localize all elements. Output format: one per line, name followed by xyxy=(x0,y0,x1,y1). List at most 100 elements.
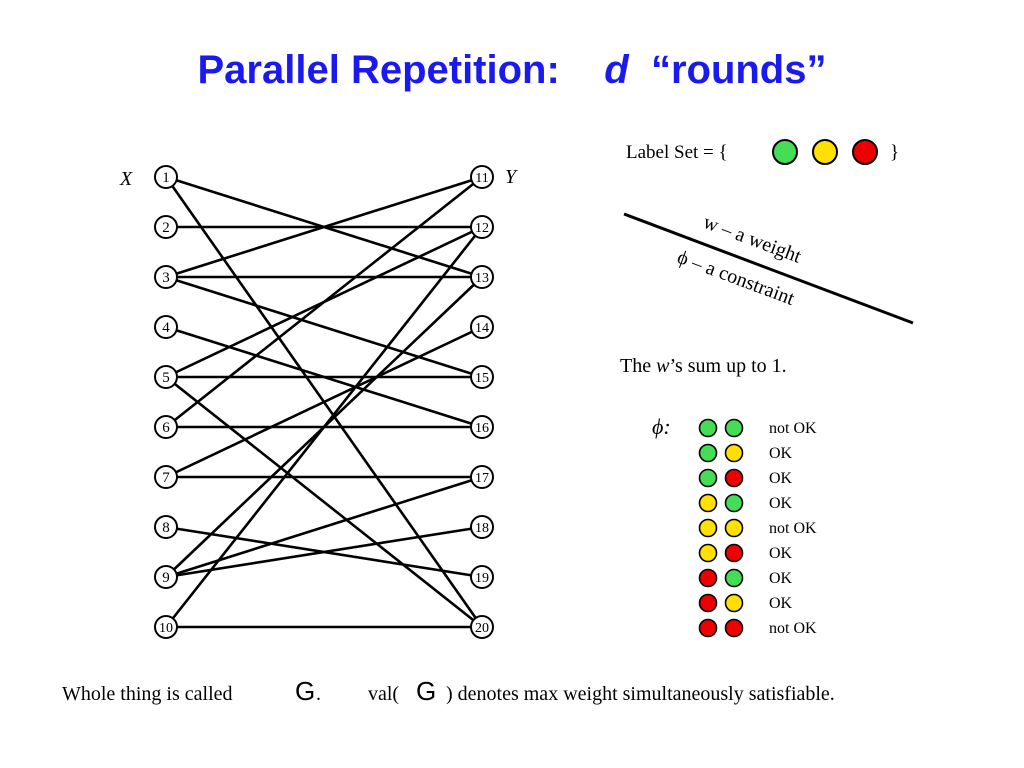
node-label-1: 1 xyxy=(162,170,170,186)
node-5: 5 xyxy=(154,365,178,389)
phi-result: OK xyxy=(769,570,793,587)
node-label-5: 5 xyxy=(162,370,170,386)
label-set-colors xyxy=(772,139,878,165)
phi-left-dot-red xyxy=(698,593,718,613)
sum-note-var: w xyxy=(656,355,670,377)
phi-result: OK xyxy=(769,445,793,462)
phi-result: not OK xyxy=(769,420,817,437)
phi-row: OK xyxy=(698,493,793,513)
edge-9-18 xyxy=(165,525,483,579)
phi-table-label: ϕ: xyxy=(652,414,671,439)
node-label-2: 2 xyxy=(162,220,170,236)
page-title: Parallel Repetition: d “rounds” xyxy=(0,48,1024,93)
footer-part2: . xyxy=(316,683,321,705)
sum-note-suffix: ’s sum up to 1. xyxy=(669,355,786,377)
node-14: 14 xyxy=(470,315,494,339)
graph-edges xyxy=(164,175,484,629)
label-dot-yellow xyxy=(812,139,838,165)
node-label-10: 10 xyxy=(159,621,173,636)
phi-right-dot-yellow xyxy=(724,593,744,613)
title-variable: d xyxy=(604,48,629,92)
node-label-11: 11 xyxy=(475,171,488,186)
footer-symbol-g: G xyxy=(295,676,315,706)
node-6: 6 xyxy=(154,415,178,439)
node-9: 9 xyxy=(154,565,178,589)
edge-9-17 xyxy=(165,475,483,579)
footer-part3: val( xyxy=(368,683,399,705)
phi-right-dot-green xyxy=(724,418,744,438)
node-label-4: 4 xyxy=(162,320,170,336)
footer-part4: ) denotes max weight simultaneously sati… xyxy=(446,683,835,705)
edge-5-20 xyxy=(165,375,483,629)
phi-left-dot-green xyxy=(698,443,718,463)
node-3: 3 xyxy=(154,265,178,289)
node-8: 8 xyxy=(154,515,178,539)
node-label-13: 13 xyxy=(475,271,489,286)
phi-result: OK xyxy=(769,595,793,612)
phi-left-dot-red xyxy=(698,618,718,638)
node-15: 15 xyxy=(470,365,494,389)
phi-row: not OK xyxy=(698,518,817,538)
label-dot-red xyxy=(852,139,878,165)
node-label-3: 3 xyxy=(162,270,170,286)
node-16: 16 xyxy=(470,415,494,439)
phi-right-dot-red xyxy=(724,468,744,488)
node-12: 12 xyxy=(470,215,494,239)
phi-left-dot-green xyxy=(698,468,718,488)
footer-symbol-g-2: G xyxy=(416,676,436,706)
phi-right-dot-red xyxy=(724,618,744,638)
edge-10-12 xyxy=(164,226,484,628)
footer-text: Whole thing is called G . val( G ) denot… xyxy=(62,676,835,706)
node-label-16: 16 xyxy=(475,421,489,436)
node-label-20: 20 xyxy=(475,621,489,636)
phi-right-dot-yellow xyxy=(724,443,744,463)
node-label-17: 17 xyxy=(475,471,489,486)
phi-left-dot-yellow xyxy=(698,518,718,538)
right-set-label: Y xyxy=(505,166,518,188)
node-label-7: 7 xyxy=(162,470,170,486)
left-set-label: X xyxy=(119,168,133,190)
phi-right-dot-red xyxy=(724,543,744,563)
phi-left-dot-red xyxy=(698,568,718,588)
phi-row: not OK xyxy=(698,618,817,638)
node-label-19: 19 xyxy=(475,571,489,586)
node-10: 10 xyxy=(154,615,178,639)
label-set-suffix: } xyxy=(890,142,899,163)
phi-right-dot-green xyxy=(724,568,744,588)
title-suffix: “rounds” xyxy=(650,48,827,92)
edge-6-11 xyxy=(165,175,483,429)
node-label-15: 15 xyxy=(475,371,489,386)
phi-left-dot-yellow xyxy=(698,493,718,513)
node-20: 20 xyxy=(470,615,494,639)
node-19: 19 xyxy=(470,565,494,589)
node-11: 11 xyxy=(470,165,494,189)
node-label-18: 18 xyxy=(475,521,489,536)
label-set-prefix: Label Set = { xyxy=(626,142,728,163)
phi-result: not OK xyxy=(769,520,817,537)
label-dot-green xyxy=(772,139,798,165)
phi-result: not OK xyxy=(769,620,817,637)
phi-left-dot-green xyxy=(698,418,718,438)
legend-divider-line xyxy=(623,212,914,325)
phi-result: OK xyxy=(769,545,793,562)
phi-row: not OK xyxy=(698,418,817,438)
phi-right-dot-green xyxy=(724,493,744,513)
sum-note-prefix: The xyxy=(620,355,651,377)
edge-7-14 xyxy=(165,325,483,479)
node-7: 7 xyxy=(154,465,178,489)
phi-row: OK xyxy=(698,443,793,463)
edge-3-11 xyxy=(165,175,483,279)
node-13: 13 xyxy=(470,265,494,289)
title-prefix: Parallel Repetition: xyxy=(197,48,560,92)
phi-row: OK xyxy=(698,468,793,488)
node-18: 18 xyxy=(470,515,494,539)
node-label-9: 9 xyxy=(162,570,170,586)
node-label-12: 12 xyxy=(475,221,489,236)
node-2: 2 xyxy=(154,215,178,239)
phi-row: OK xyxy=(698,593,793,613)
phi-table: not OK OK OK OK not OK OK OK OK not OK xyxy=(698,418,817,638)
